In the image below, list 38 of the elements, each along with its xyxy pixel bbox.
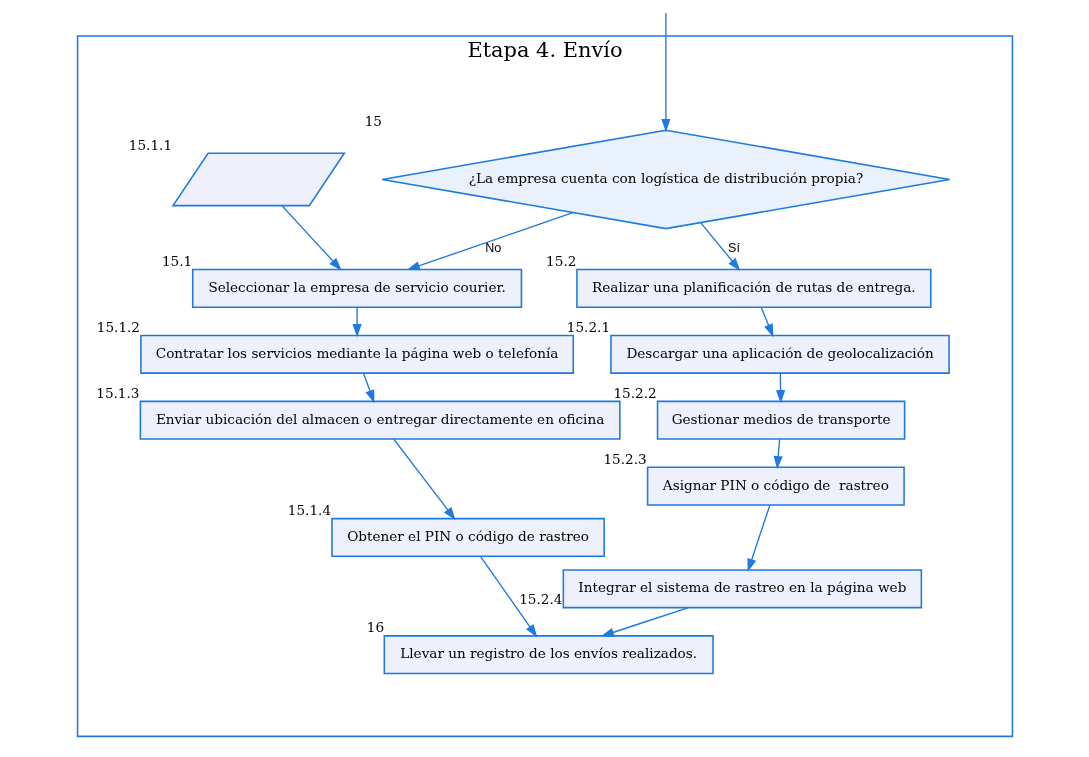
arrow (660, 12, 671, 133)
node-box: Realizar una planificación de rutas de entrega. (575, 268, 932, 308)
node-label: 16 (366, 619, 384, 636)
edge-label: No (484, 241, 501, 256)
arrow (746, 504, 771, 572)
node-box: Gestionar medios de transporte (656, 400, 905, 440)
node-label: 15.2.1 (566, 318, 610, 335)
node-box: Descargar una aplicación de geolocalización (609, 334, 950, 374)
node-label: 15.2 (545, 252, 576, 269)
arrow (760, 306, 773, 338)
node-box: Integrar el sistema de rastreo en la página web (562, 569, 922, 609)
node-box: Asignar PIN o código de rastreo (646, 466, 905, 506)
node-label: 15.2.3 (602, 450, 647, 467)
node-box: Contratar los servicios mediante la página web o telefonía (139, 334, 574, 374)
node-label: 15.1 (161, 252, 192, 269)
arrow (479, 555, 537, 638)
edge-label: Sí (727, 241, 740, 256)
arrow (773, 438, 783, 470)
node-box: Seleccionar la empresa de servicio courier. (191, 268, 522, 308)
node-label: 15.1.2 (96, 318, 140, 335)
node-box: Enviar ubicación del almacen o entregar directamente en oficina (139, 400, 621, 440)
node-box: Llevar un registro de los envíos realizados. (383, 635, 714, 675)
node-label: 15.2.4 (518, 590, 562, 607)
node-diamond: ¿La empresa cuenta con logística de distribución propia? (380, 129, 950, 230)
node-label: 15.1.3 (95, 384, 139, 401)
arrow (600, 607, 689, 637)
node-box: Obtener el PIN o código de rastreo (330, 517, 605, 558)
node-label: 15.1.4 (287, 501, 331, 518)
arrow (392, 438, 456, 521)
arrow (351, 306, 362, 338)
arrow (699, 222, 740, 271)
arrow (280, 205, 342, 271)
arrow (362, 372, 374, 404)
node-label: 15.1.1 (128, 136, 172, 153)
node-label: 15.2.2 (612, 384, 657, 401)
node-parallelogram (171, 152, 346, 207)
node-label: 15 (364, 113, 382, 130)
arrow (406, 212, 573, 271)
